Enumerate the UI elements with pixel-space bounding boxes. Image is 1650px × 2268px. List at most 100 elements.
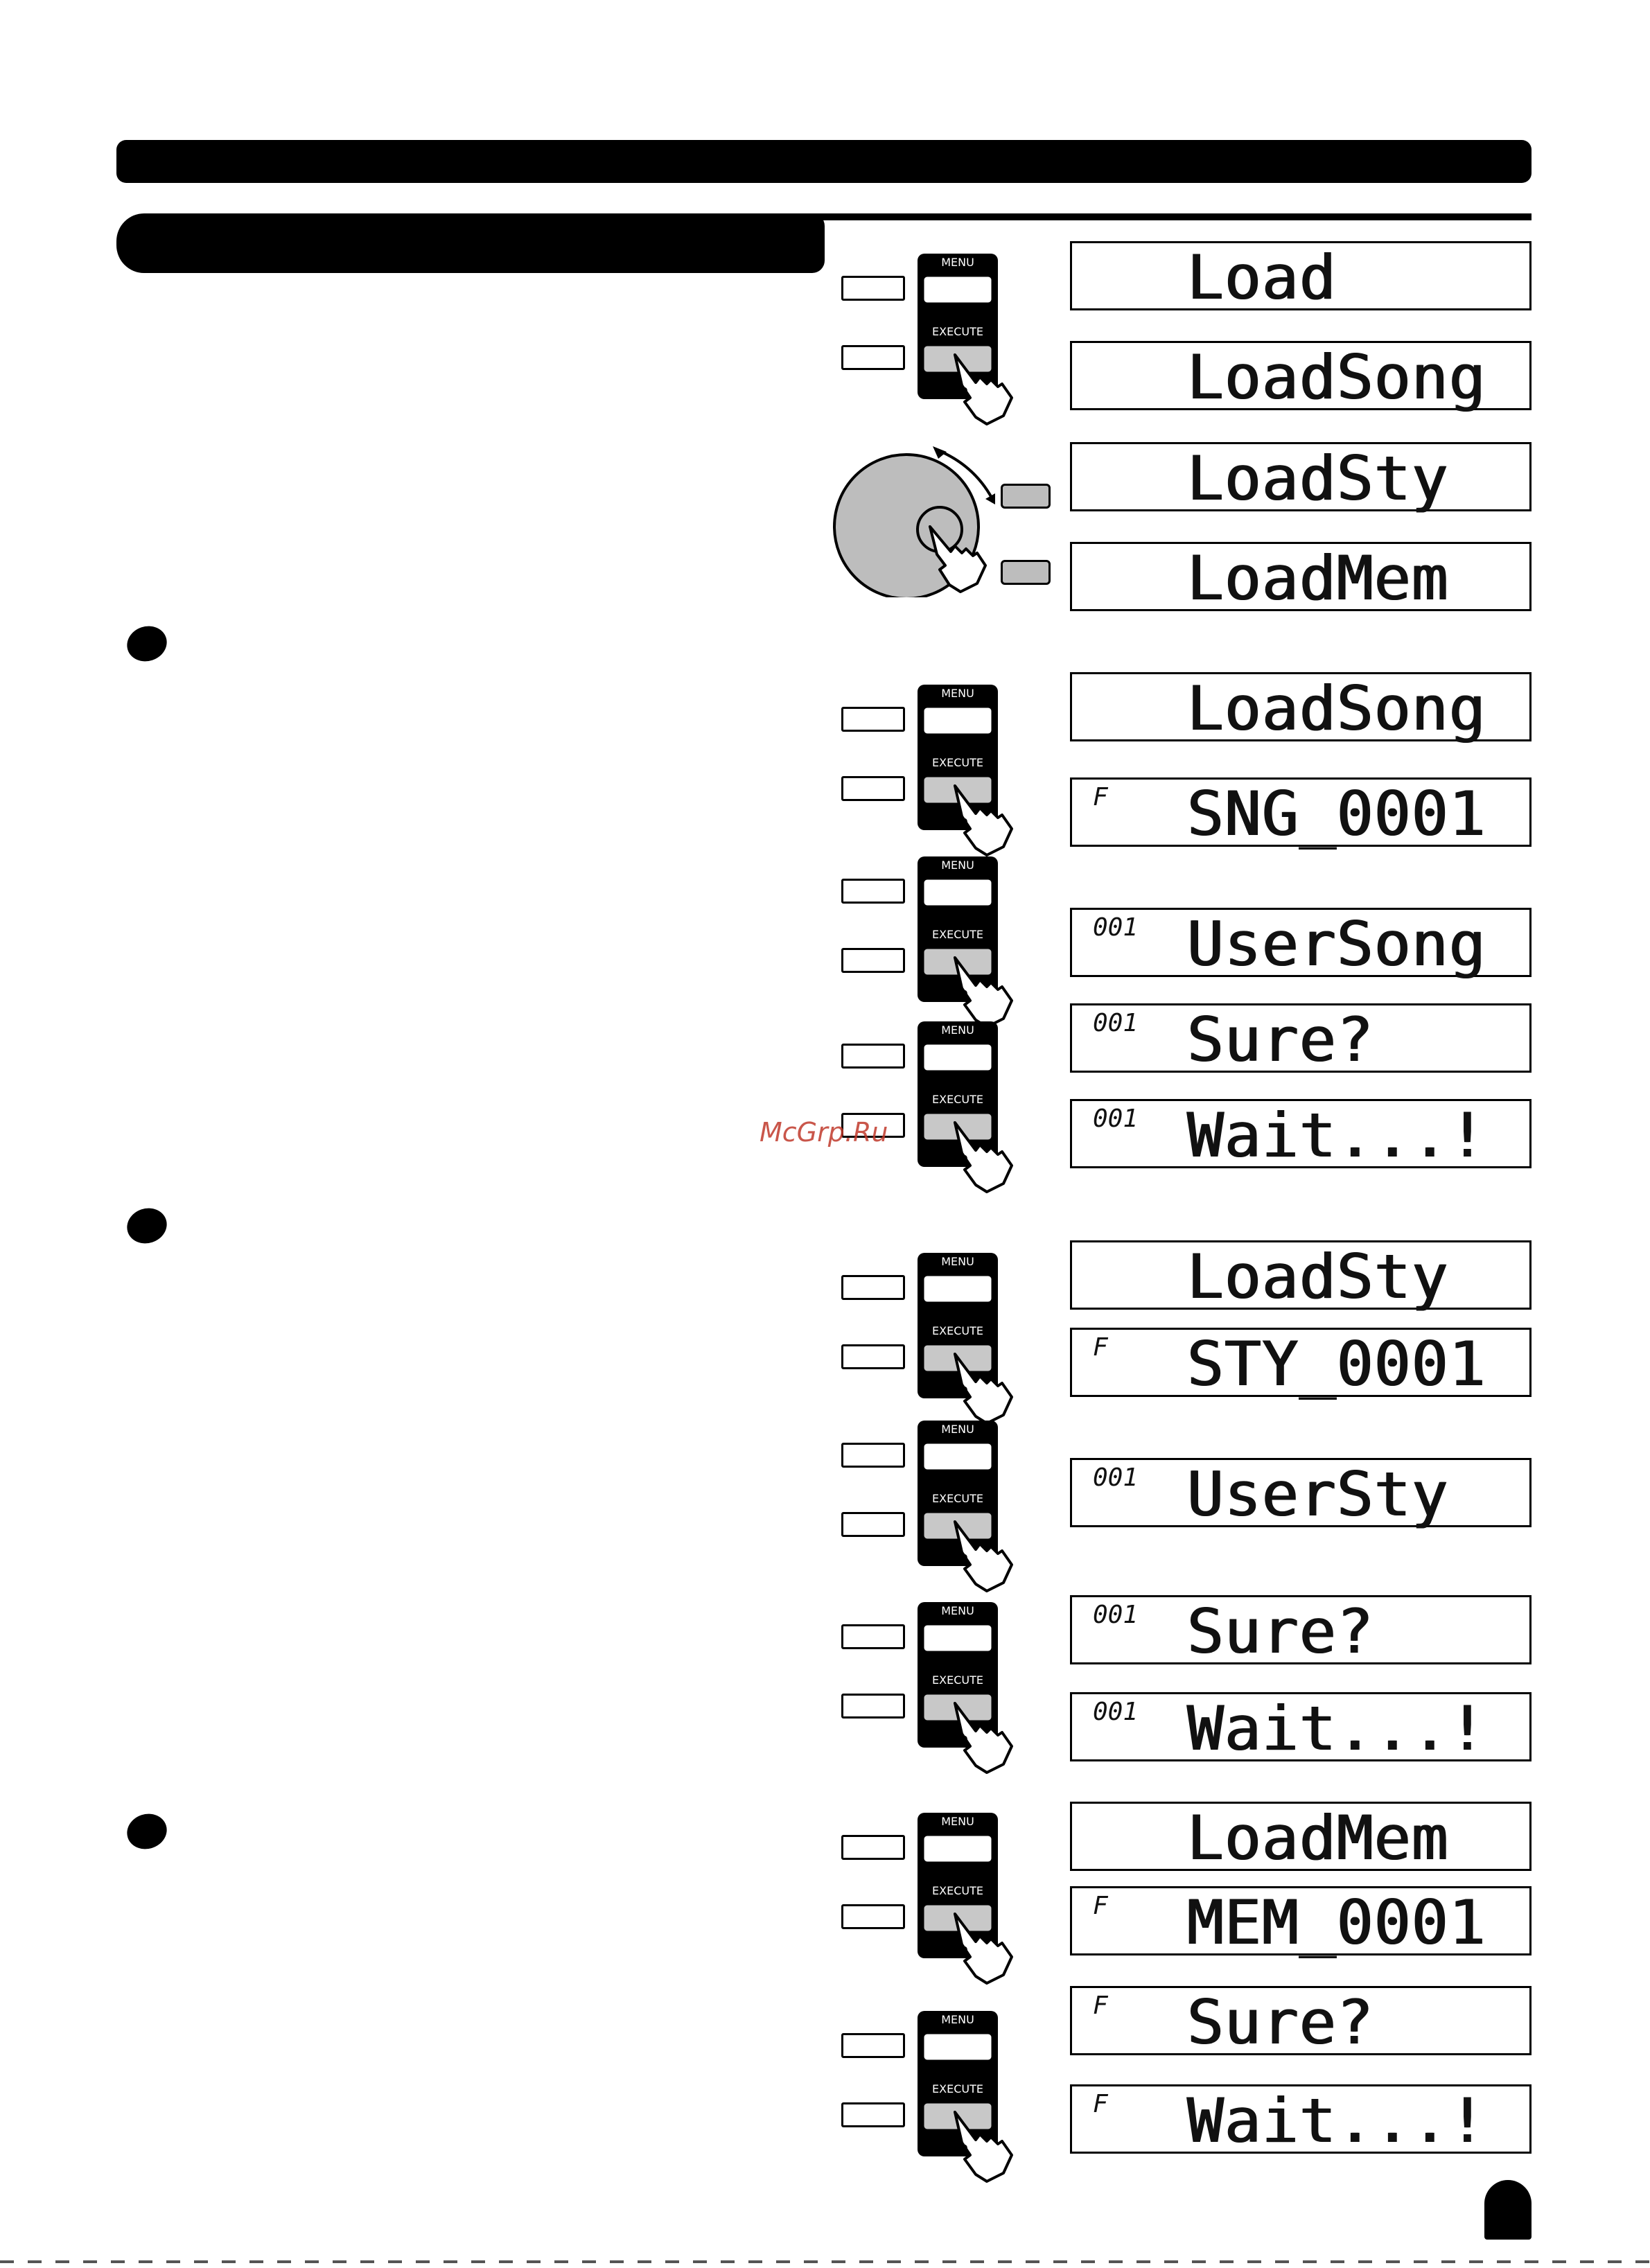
lcd-main-text: SNG_0001 bbox=[1186, 778, 1486, 850]
side-button-upper[interactable] bbox=[841, 1275, 905, 1300]
lcd-display: 001 Wait...! bbox=[1070, 1099, 1531, 1168]
lcd-main-text: Wait...! bbox=[1186, 2085, 1486, 2156]
section-rule bbox=[333, 213, 1531, 220]
pointing-hand-icon bbox=[954, 353, 1013, 425]
pointing-hand-icon bbox=[954, 1121, 1013, 1193]
panel-graphic bbox=[918, 254, 1013, 425]
side-button-lower[interactable] bbox=[841, 1344, 905, 1369]
side-button-lower[interactable] bbox=[841, 2102, 905, 2127]
pointing-hand-icon bbox=[954, 1520, 1013, 1592]
execute-label: EXECUTE bbox=[932, 1673, 983, 1687]
menu-button[interactable] bbox=[922, 877, 994, 908]
lcd-sub-text: F bbox=[1093, 1992, 1108, 2020]
side-button-upper[interactable] bbox=[841, 707, 905, 732]
pointing-hand-icon bbox=[954, 956, 1013, 1028]
execute-label: EXECUTE bbox=[932, 1492, 983, 1505]
side-button-lower[interactable] bbox=[841, 948, 905, 973]
panel-graphic bbox=[918, 1421, 1013, 1592]
menu-button[interactable] bbox=[922, 274, 994, 305]
menu-button[interactable] bbox=[922, 1274, 994, 1304]
watermark: McGrp.Ru bbox=[760, 1117, 888, 1148]
lcd-display: F Wait...! bbox=[1070, 2084, 1531, 2154]
panel-graphic bbox=[918, 1813, 1013, 1985]
lcd-main-text: MEM_0001 bbox=[1186, 1887, 1486, 1958]
pointing-hand-icon bbox=[954, 1913, 1013, 1985]
dial-button-down[interactable] bbox=[1001, 560, 1051, 585]
lcd-sub-text: 001 bbox=[1093, 1698, 1139, 1726]
lcd-sub-text: 001 bbox=[1093, 1463, 1139, 1492]
side-button-lower[interactable] bbox=[841, 1694, 905, 1718]
menu-execute-panel: MENU EXECUTE CARD bbox=[839, 685, 1026, 858]
lcd-main-text: Sure? bbox=[1186, 1987, 1373, 2058]
menu-label: MENU bbox=[941, 1604, 974, 1617]
execute-label: EXECUTE bbox=[932, 2082, 983, 2095]
lcd-sub-text: F bbox=[1093, 783, 1108, 811]
panel-graphic bbox=[918, 1253, 1013, 1425]
execute-label: EXECUTE bbox=[932, 756, 983, 769]
side-button-upper[interactable] bbox=[841, 1624, 905, 1649]
section-title-bar bbox=[116, 213, 825, 273]
menu-label: MENU bbox=[941, 1023, 974, 1037]
menu-button[interactable] bbox=[922, 705, 994, 736]
lcd-display: Load bbox=[1070, 241, 1531, 310]
card-label: CARD bbox=[936, 2142, 968, 2155]
menu-button[interactable] bbox=[922, 2032, 994, 2062]
side-button-lower[interactable] bbox=[841, 1904, 905, 1929]
side-button-lower[interactable] bbox=[841, 1512, 905, 1537]
panel-graphic bbox=[918, 856, 1013, 1028]
card-label: CARD bbox=[936, 1152, 968, 1166]
menu-button[interactable] bbox=[922, 1441, 994, 1472]
card-label: CARD bbox=[936, 987, 968, 1001]
menu-label: MENU bbox=[941, 256, 974, 269]
lcd-main-text: STY_0001 bbox=[1186, 1328, 1486, 1400]
lcd-main-text: LoadMem bbox=[1186, 1802, 1448, 1874]
lcd-sub-text: F bbox=[1093, 2090, 1108, 2118]
side-button-lower[interactable] bbox=[841, 1113, 905, 1138]
header-bar bbox=[116, 140, 1531, 183]
lcd-main-text: LoadSong bbox=[1186, 673, 1486, 744]
lcd-display: LoadSong bbox=[1070, 672, 1531, 741]
card-label: CARD bbox=[936, 385, 968, 398]
lcd-main-text: LoadMem bbox=[1186, 543, 1448, 614]
side-button-upper[interactable] bbox=[841, 1835, 905, 1860]
card-label: CARD bbox=[936, 1551, 968, 1565]
bottom-border bbox=[0, 2260, 1650, 2263]
lcd-main-text: LoadSty bbox=[1186, 1241, 1448, 1312]
execute-label: EXECUTE bbox=[932, 1324, 983, 1337]
menu-label: MENU bbox=[941, 687, 974, 700]
card-label: CARD bbox=[936, 816, 968, 829]
menu-label: MENU bbox=[941, 859, 974, 872]
menu-button[interactable] bbox=[922, 1834, 994, 1864]
menu-execute-panel: MENU EXECUTE CARD bbox=[839, 1421, 1026, 1594]
card-label: CARD bbox=[936, 1733, 968, 1746]
lcd-sub-text: 001 bbox=[1093, 1105, 1139, 1133]
lcd-main-text: Sure? bbox=[1186, 1004, 1373, 1075]
side-button-upper[interactable] bbox=[841, 1443, 905, 1468]
menu-button[interactable] bbox=[922, 1623, 994, 1653]
menu-label: MENU bbox=[941, 1423, 974, 1436]
side-button-upper[interactable] bbox=[841, 2033, 905, 2058]
side-button-upper[interactable] bbox=[841, 276, 905, 301]
side-button-lower[interactable] bbox=[841, 776, 905, 801]
dial-button-up[interactable] bbox=[1001, 484, 1051, 509]
side-button-upper[interactable] bbox=[841, 1044, 905, 1069]
card-label: CARD bbox=[936, 1384, 968, 1397]
lcd-sub-text: 001 bbox=[1093, 1601, 1139, 1629]
data-dial[interactable] bbox=[829, 438, 1064, 600]
side-button-upper[interactable] bbox=[841, 879, 905, 904]
lcd-display: LoadSty bbox=[1070, 442, 1531, 511]
side-button-lower[interactable] bbox=[841, 345, 905, 370]
lcd-main-text: Wait...! bbox=[1186, 1100, 1486, 1171]
lcd-main-text: Sure? bbox=[1186, 1596, 1373, 1667]
lcd-main-text: LoadSong bbox=[1186, 342, 1486, 413]
menu-button[interactable] bbox=[922, 1042, 994, 1073]
lcd-display: LoadSty bbox=[1070, 1240, 1531, 1310]
